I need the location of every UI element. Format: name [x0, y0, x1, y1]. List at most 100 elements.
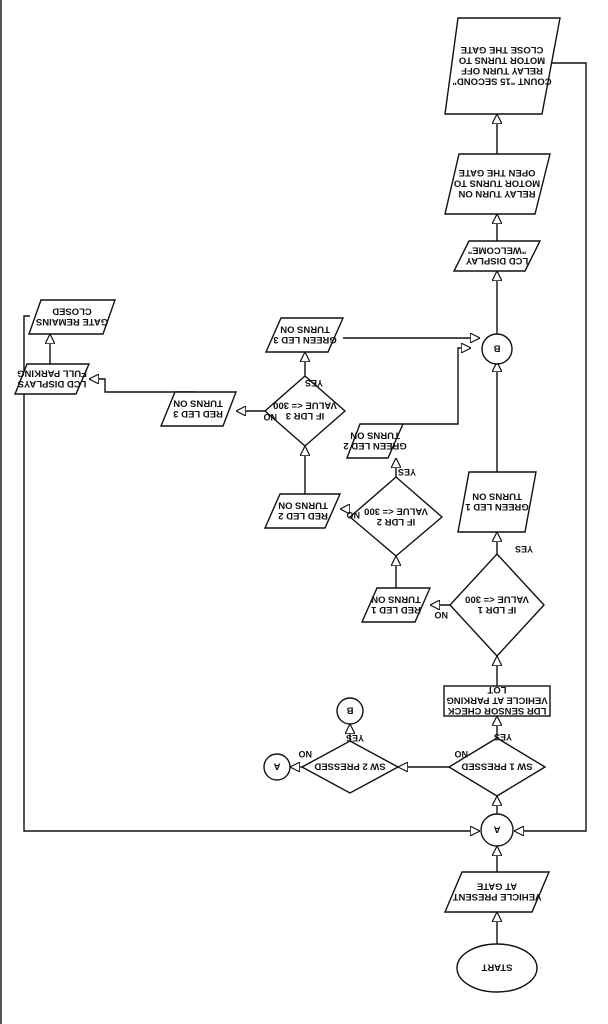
node-label-line: FULL PARKING [17, 367, 87, 378]
label-red1: RED LED 1TURNS ON [370, 593, 420, 615]
node-sw1 [447, 737, 547, 797]
node-label-line: A [273, 761, 280, 772]
node-label-line: TURNS ON [472, 490, 522, 501]
label-vehicle: VEHICLE PRESENTAT GATE [452, 880, 541, 902]
label-sw1-yes: YES [494, 732, 512, 742]
node-labels: START VEHICLE PRESENTAT GATE A SW 1 PRES… [17, 44, 552, 973]
label-ldr1-yes: YES [515, 544, 533, 554]
node-label-line: B [493, 343, 500, 354]
node-label-line: VALUE <= 300 [465, 593, 529, 604]
node-welcome [452, 240, 542, 272]
node-label-line: A [493, 824, 500, 835]
label-sw2: SW 2 PRESSED [314, 761, 385, 772]
node-connector-b2 [336, 697, 364, 725]
node-label-line: TURNS ON [173, 397, 223, 408]
node-count [444, 17, 561, 115]
node-label-line: VEHICLE PRESENT [452, 891, 541, 902]
node-green1 [457, 471, 537, 533]
diagram-rotated: START VEHICLE PRESENTAT GATE A SW 1 PRES… [13, 17, 587, 993]
label-ldr2-yes: YES [398, 467, 416, 477]
connector-lines [23, 62, 587, 946]
label-green1: GREEN LED 1TURNS ON [465, 490, 529, 512]
node-label-line: TURNS ON [350, 429, 400, 440]
node-ldr2 [348, 476, 444, 557]
node-red1 [360, 587, 432, 623]
label-connector-a2: A [273, 761, 280, 772]
label-start: START [481, 962, 512, 973]
label-sw2-yes: YES [346, 733, 364, 743]
node-label-line: LOT [487, 684, 506, 695]
node-label-line: LCD DISPLAY [465, 255, 528, 266]
node-label-line: GREEN LED 2 [343, 440, 406, 451]
label-connector-b: B [493, 343, 500, 354]
node-label-line: RED LED 1 [370, 604, 420, 615]
node-label-line: GREEN LED 1 [465, 501, 529, 512]
label-connector-b2: B [346, 705, 353, 716]
arrow-closed-to-a [23, 315, 480, 831]
label-ldr-check: LDR SENSOR CHECKVEHICLE AT PARKINGLOT [446, 684, 547, 716]
node-connector-a2 [263, 753, 291, 781]
arrow-red3-to-full [89, 379, 195, 393]
node-label-line: IF LDR 2 [377, 516, 416, 527]
node-sw2 [300, 740, 400, 794]
node-closed [28, 299, 116, 335]
node-label-line: CLOSED [52, 305, 92, 316]
label-red2: RED LED 2TURNS ON [278, 499, 328, 521]
node-label-line: "WELCOME" [468, 244, 527, 255]
node-label-line: RED LED 2 [278, 510, 328, 521]
node-label-line: LDR SENSOR CHECK [448, 705, 547, 716]
node-label-line: MOTOR TURNS TO [459, 54, 545, 65]
branch-labels: YES NO YES NO YES NO YES NO YES NO [264, 378, 534, 759]
node-connector-a [480, 813, 514, 847]
node-label-line: GATE REMAINS [36, 316, 108, 327]
arrow-green2-to-b [403, 348, 471, 425]
label-ldr3: IF LDR 3VALUE <= 300 [273, 399, 337, 421]
label-connector-a: A [493, 824, 500, 835]
node-label-line: START [481, 962, 512, 973]
label-relay-on: RELAY TURN ONMOTOR TURNS TOOPEN THE GATE [454, 167, 540, 199]
node-start [456, 943, 538, 993]
node-label-line: VALUE <= 300 [273, 399, 337, 410]
label-sw1-no: NO [455, 749, 469, 759]
node-label-line: COUNT "15 SECOND" [452, 75, 551, 86]
label-closed: GATE REMAINSCLOSED [36, 305, 108, 327]
label-ldr2-no: NO [347, 510, 361, 520]
arrow-count-to-a [514, 62, 587, 831]
node-label-line: RELAY TURN OFF [461, 65, 543, 76]
node-relay-on [444, 153, 551, 215]
node-label-line: GREEN LED 3 [273, 334, 336, 345]
node-label-line: B [346, 705, 353, 716]
node-label-line: IF LDR 3 [286, 410, 325, 421]
node-green3 [264, 317, 345, 353]
node-label-line: SW 1 PRESSED [461, 761, 532, 772]
node-full [13, 363, 91, 395]
node-label-line: TURNS ON [280, 323, 330, 334]
label-ldr3-yes: YES [305, 378, 323, 388]
node-red3 [159, 391, 238, 427]
label-sw1: SW 1 PRESSED [461, 761, 532, 772]
node-label-line: MOTOR TURNS TO [454, 178, 540, 189]
node-ldr1 [449, 552, 545, 658]
node-label-line: LCD DISPLAYS [18, 378, 87, 389]
node-label-line: RELAY TURN ON [458, 188, 535, 199]
label-welcome: LCD DISPLAY"WELCOME" [465, 244, 528, 266]
node-ldr3 [263, 375, 347, 447]
node-label-line: CLOSE THE GATE [461, 44, 544, 55]
label-green3: GREEN LED 3TURNS ON [273, 323, 336, 345]
node-label-line: SW 2 PRESSED [314, 761, 385, 772]
node-label-line: RED LED 3 [173, 408, 223, 419]
label-green2: GREEN LED 2TURNS ON [343, 429, 406, 451]
node-label-line: AT GATE [477, 880, 517, 891]
label-ldr3-no: NO [264, 412, 278, 422]
node-label-line: IF LDR 1 [477, 604, 516, 615]
node-label-line: VALUE <= 300 [364, 505, 428, 516]
label-ldr2: IF LDR 2VALUE <= 300 [364, 505, 428, 527]
node-green2 [345, 423, 405, 459]
label-sw2-no: NO [299, 749, 313, 759]
node-red2 [263, 493, 342, 529]
node-label-line: TURNS ON [371, 593, 421, 604]
label-count: COUNT "15 SECOND"RELAY TURN OFFMOTOR TUR… [452, 44, 551, 87]
label-ldr1: IF LDR 1VALUE <= 300 [465, 593, 529, 615]
node-connector-b [481, 333, 513, 365]
